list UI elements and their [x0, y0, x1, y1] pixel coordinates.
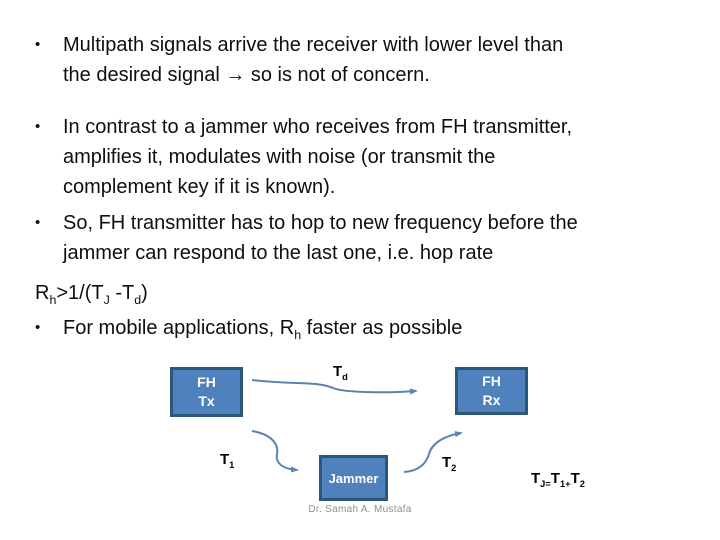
bullet-marker: •	[35, 118, 41, 135]
formula-part: )	[141, 282, 148, 304]
fh-tx-box: FH Tx	[170, 367, 243, 417]
fh-tx-label-line2: Tx	[198, 393, 215, 409]
jammer-box: Jammer	[319, 455, 388, 501]
delay-t2-label: T2	[442, 454, 457, 473]
bullet-line: jammer can respond to the last one, i.e.…	[63, 242, 494, 264]
tx-to-rx-arrow	[251, 379, 418, 395]
bullet-hop-rate: • So, FH transmitter has to hop to new f…	[35, 208, 578, 268]
label-base: T	[220, 451, 230, 468]
bullet-line: amplifies it, modulates with noise (or t…	[63, 146, 496, 168]
eq-sub: 2	[579, 479, 585, 489]
tx-to-jammer-arrow	[251, 430, 299, 473]
bullet-line: Multipath signals arrive the receiver wi…	[63, 34, 564, 56]
delay-td-label: Td	[333, 363, 348, 382]
bullet-jammer-contrast: • In contrast to a jammer who receives f…	[35, 112, 572, 202]
bullet-mobile-applications: • For mobile applications, Rh faster as …	[35, 313, 462, 343]
bullet-marker: •	[35, 214, 41, 231]
bullet-line: So, FH transmitter has to hop to new fre…	[63, 212, 578, 234]
formula-part: -T	[109, 282, 135, 304]
delay-t1-label: T1	[220, 451, 235, 470]
formula-sub: h	[49, 293, 57, 307]
eq-sub: 1+	[559, 479, 571, 489]
bullet-line: complement key if it is known).	[63, 176, 336, 198]
eq-part: T	[570, 470, 580, 487]
formula-sub: J	[103, 293, 110, 307]
author-credit: Dr. Samah A. Mustafa	[308, 504, 412, 515]
text-sub: h	[294, 328, 302, 342]
fh-rx-box: FH Rx	[455, 367, 528, 415]
text-part: faster as possible	[301, 317, 463, 339]
label-sub: 1	[229, 460, 235, 470]
jammer-label: Jammer	[328, 470, 379, 486]
tj-equation-label: TJ=T1+T2	[531, 470, 585, 489]
formula-part: >1/(T	[56, 282, 104, 304]
formula-part: R	[35, 282, 50, 304]
fh-rx-label-line2: Rx	[482, 392, 501, 408]
bullet-text: In contrast to a jammer who receives fro…	[63, 112, 572, 202]
bullet-text: So, FH transmitter has to hop to new fre…	[63, 208, 578, 268]
text-part: For mobile applications, R	[63, 317, 295, 339]
label-base: T	[442, 454, 452, 471]
label-sub: d	[342, 372, 348, 382]
label-sub: 2	[451, 463, 457, 473]
fh-rx-label-line1: FH	[482, 373, 501, 389]
bullet-marker: •	[35, 36, 41, 53]
bullet-multipath: • Multipath signals arrive the receiver …	[35, 30, 563, 90]
bullet-text: Multipath signals arrive the receiver wi…	[63, 30, 563, 90]
eq-sub: J=	[540, 479, 551, 489]
eq-part: T	[550, 470, 560, 487]
hop-rate-formula: Rh>1/(TJ -Td)	[35, 278, 148, 308]
bullet-line: In contrast to a jammer who receives fro…	[63, 116, 573, 138]
formula-sub: d	[134, 293, 142, 307]
bullet-marker: •	[35, 319, 41, 336]
bullet-line: the desired signal → so is not of concer…	[63, 64, 430, 86]
bullet-text: For mobile applications, Rh faster as po…	[63, 313, 462, 343]
eq-part: T	[531, 470, 541, 487]
bullet-line: For mobile applications, Rh faster as po…	[63, 313, 462, 343]
label-base: T	[333, 363, 343, 380]
fh-tx-label-line1: FH	[197, 374, 216, 390]
